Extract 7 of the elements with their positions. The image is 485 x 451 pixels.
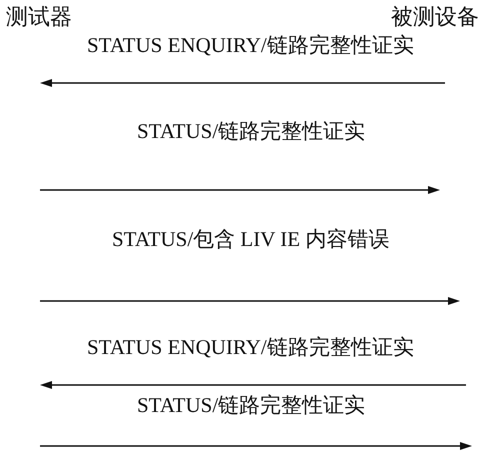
message-label: STATUS/链路完整性证实 bbox=[137, 392, 366, 418]
message-label: STATUS ENQUIRY/链路完整性证实 bbox=[87, 334, 414, 360]
participant-label: 测试器 bbox=[6, 4, 72, 30]
message-label: STATUS/链路完整性证实 bbox=[137, 118, 366, 144]
message-label: STATUS/包含 LIV IE 内容错误 bbox=[112, 226, 390, 252]
participant-label: 被测设备 bbox=[391, 4, 479, 30]
message-label: STATUS ENQUIRY/链路完整性证实 bbox=[87, 32, 414, 58]
